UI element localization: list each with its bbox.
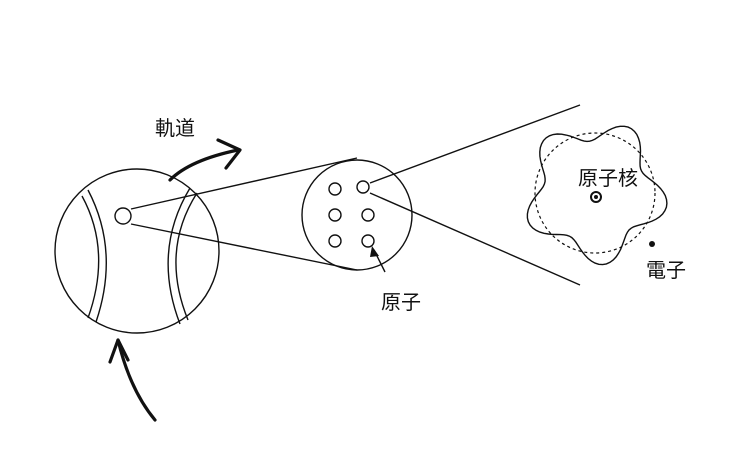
nucleus-core — [594, 195, 598, 199]
orbit-arrowhead-bottom — [110, 340, 128, 362]
atom-4 — [362, 209, 374, 221]
ball-highlight-atom — [115, 208, 131, 224]
label-atom: 原子 — [381, 292, 421, 312]
zoom-line-upper-2 — [370, 105, 580, 183]
atom-pointer-arrowhead — [370, 246, 379, 257]
ball-seam-left-outer — [82, 196, 99, 318]
atom-3 — [329, 209, 341, 221]
atom-lattice-circle — [302, 160, 412, 270]
ball-seam-right-inner — [168, 188, 190, 324]
label-nucleus: 原子核 — [578, 168, 638, 188]
electron-dot — [649, 241, 655, 247]
atom-5 — [329, 235, 341, 247]
atom-2 — [357, 181, 369, 193]
atom-6 — [362, 235, 374, 247]
ball-seam-left-inner — [88, 190, 106, 322]
ball-outline — [55, 169, 219, 333]
ball-seam-right-outer — [176, 193, 197, 320]
zoom-line-lower-1 — [131, 224, 357, 270]
label-electron: 電子 — [646, 260, 686, 280]
label-orbit: 軌道 — [155, 118, 195, 138]
zoom-line-lower-2 — [370, 193, 580, 285]
zoom-line-upper-1 — [131, 158, 357, 209]
atom-1 — [329, 183, 341, 195]
